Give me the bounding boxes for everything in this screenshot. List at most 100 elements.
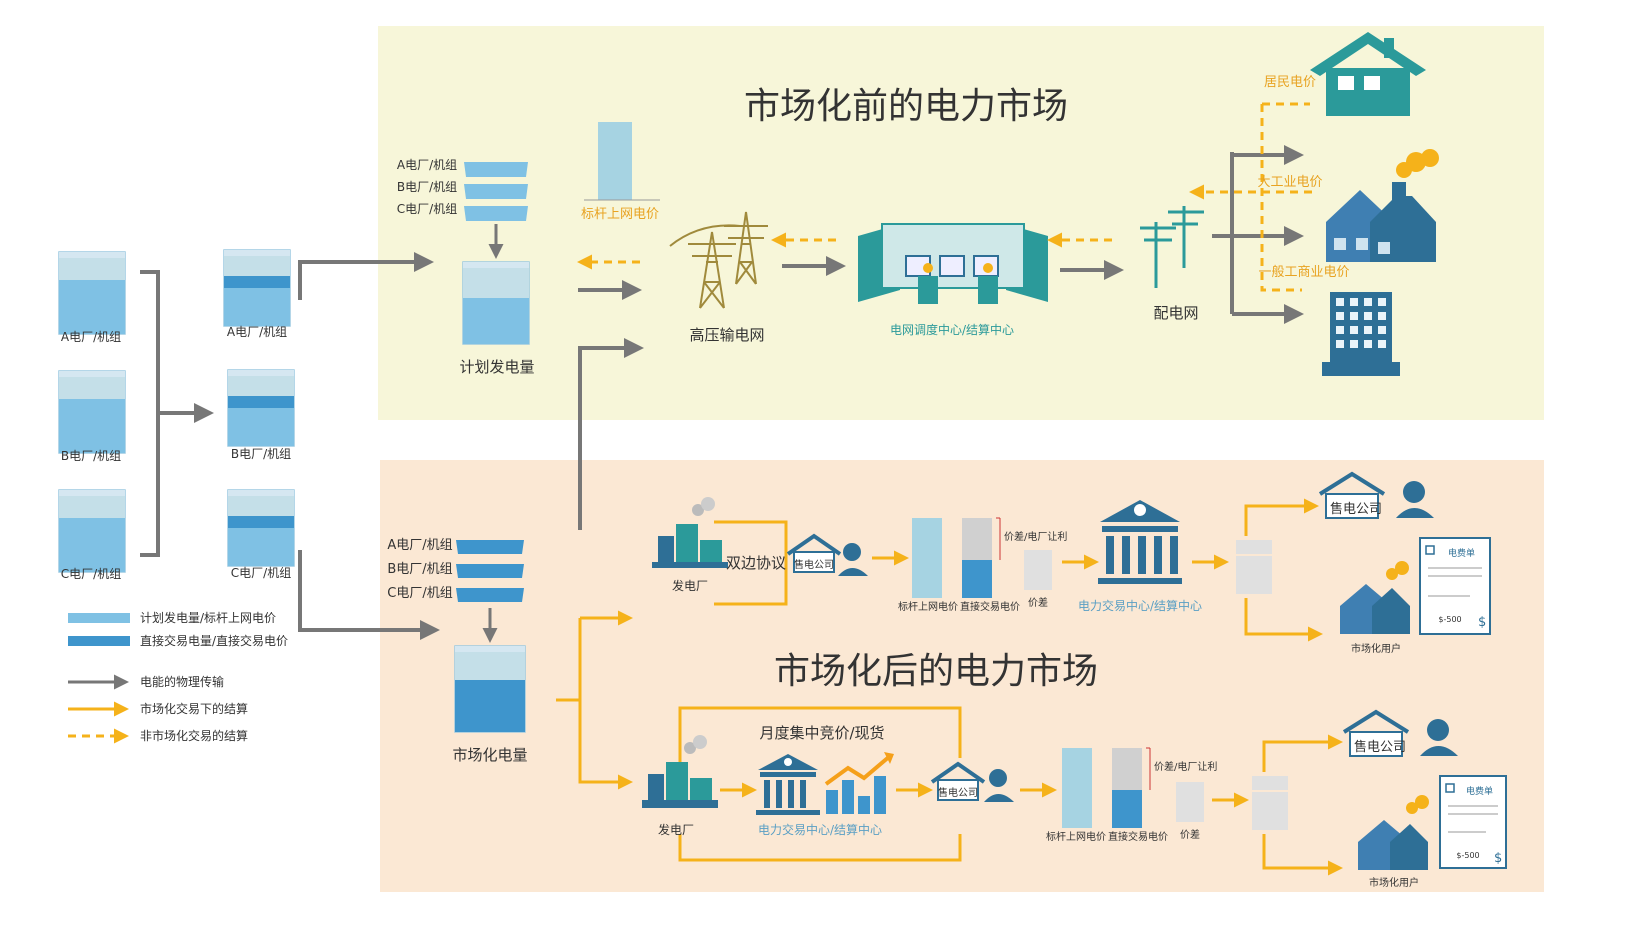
top-plant-b-label: B电厂/机组 bbox=[397, 180, 457, 194]
retailer-lower-out-label: 售电公司 bbox=[1354, 739, 1406, 755]
commercial-price-label: 一般工商业电价 bbox=[1258, 264, 1349, 280]
bottom-plant-c-label: C电厂/机组 bbox=[387, 586, 452, 601]
market-to-grid-arrow bbox=[578, 338, 644, 530]
left-plant-a-label: A电厂/机组 bbox=[61, 330, 121, 344]
left-plant-b-label: B电厂/机组 bbox=[61, 449, 121, 463]
to-planned-arrow bbox=[298, 252, 434, 300]
pre-market-title: 市场化前的电力市场 bbox=[744, 86, 1068, 127]
lower-margin-note: 价差/电厂让利 bbox=[1154, 760, 1217, 773]
lower-direct-label: 直接交易电价 bbox=[1108, 830, 1168, 843]
lower-spread-box bbox=[1176, 782, 1204, 822]
lower-direct-bar-top bbox=[1112, 748, 1142, 790]
upper-margin-note: 价差/电厂让利 bbox=[1004, 530, 1067, 543]
upper-split-box-top bbox=[1236, 540, 1272, 554]
house-icon bbox=[1310, 32, 1426, 116]
bill-icon-upper: $ bbox=[1419, 537, 1491, 635]
growth-chart-icon bbox=[824, 752, 894, 814]
bottom-plant-b-label: B电厂/机组 bbox=[387, 562, 452, 577]
bottom-direct-bars bbox=[456, 540, 524, 602]
retailer-icon-upper bbox=[786, 533, 868, 576]
market-user-icon-lower bbox=[1358, 795, 1429, 870]
upper-direct-bar bbox=[962, 560, 992, 598]
legend-planned: 计划发电量/标杆上网电价 bbox=[140, 610, 276, 625]
market-volume-tank bbox=[454, 645, 526, 733]
dispatch-center-icon bbox=[858, 223, 1048, 304]
planned-volume-label: 计划发电量 bbox=[459, 358, 534, 376]
exchange-icon-upper bbox=[1098, 500, 1182, 584]
distribution-pole-icon bbox=[1140, 206, 1204, 288]
bottom-plant-a-label: A电厂/机组 bbox=[387, 538, 452, 553]
retailer-upper-label: 售电公司 bbox=[794, 558, 834, 571]
power-plant-icon-lower bbox=[642, 735, 718, 808]
retailer-upper-out-label: 售电公司 bbox=[1330, 501, 1382, 517]
legend-nonmarket-settle: 非市场化交易的结算 bbox=[140, 728, 248, 743]
lower-split-box bbox=[1252, 792, 1288, 830]
office-building-icon bbox=[1322, 292, 1400, 376]
residential-price-label: 居民电价 bbox=[1264, 75, 1316, 90]
to-market-arrow bbox=[298, 550, 440, 640]
distribution-label: 配电网 bbox=[1153, 304, 1198, 322]
lower-user-label: 市场化用户 bbox=[1369, 876, 1419, 889]
lower-split-box-top bbox=[1252, 776, 1288, 790]
split-plant-c-label: C电厂/机组 bbox=[231, 566, 291, 580]
lower-benchmark-label: 标杆上网电价 bbox=[1046, 830, 1106, 843]
legend-physical: 电能的物理传输 bbox=[140, 674, 224, 689]
upper-user-label: 市场化用户 bbox=[1351, 642, 1401, 655]
lower-bill-title: 电费单 bbox=[1466, 785, 1493, 797]
transmission-tower-icon bbox=[669, 211, 768, 309]
upper-bill-amount: $-500 bbox=[1438, 615, 1461, 624]
auction-loop bbox=[678, 706, 962, 782]
upper-benchmark-bar bbox=[912, 518, 942, 598]
factory-icon bbox=[1326, 149, 1439, 262]
dispatch-center-label: 电网调度中心/结算中心 bbox=[890, 322, 1014, 337]
upper-direct-label: 直接交易电价 bbox=[960, 600, 1020, 613]
lower-plant-label: 发电厂 bbox=[658, 822, 694, 837]
svg-text:$: $ bbox=[1494, 851, 1502, 866]
lower-bill-amount: $-500 bbox=[1456, 851, 1479, 860]
left-plant-c-label: C电厂/机组 bbox=[61, 567, 121, 581]
top-plant-c-label: C电厂/机组 bbox=[397, 202, 457, 216]
auction-label: 月度集中竞价/现货 bbox=[759, 724, 884, 742]
svg-text:$: $ bbox=[1478, 615, 1486, 630]
retailer-icon-lower-out bbox=[1342, 709, 1458, 757]
left-full-tanks bbox=[58, 251, 126, 573]
dashed-consumer-settle bbox=[1260, 104, 1302, 292]
market-user-icon-upper bbox=[1340, 561, 1410, 634]
exchange-icon-lower bbox=[756, 754, 820, 815]
upper-exchange-label: 电力交易中心/结算中心 bbox=[1078, 598, 1202, 613]
top-plant-a-label: A电厂/机组 bbox=[397, 158, 457, 172]
retailer-icon-lower bbox=[930, 761, 1014, 802]
bill-icon-lower: $ bbox=[1439, 775, 1507, 869]
legend-direct: 直接交易电量/直接交易电价 bbox=[140, 633, 288, 648]
upper-split-box bbox=[1236, 556, 1272, 594]
market-volume-label: 市场化电量 bbox=[452, 746, 527, 764]
left-bracket bbox=[140, 270, 160, 557]
top-plan-bars bbox=[464, 162, 528, 221]
upper-split-branch bbox=[1244, 498, 1319, 536]
power-plant-icon-upper bbox=[652, 497, 728, 568]
benchmark-price-label: 标杆上网电价 bbox=[581, 207, 659, 222]
retailer-icon-upper-out bbox=[1318, 471, 1434, 519]
lower-exchange-label: 电力交易中心/结算中心 bbox=[758, 822, 882, 837]
retailer-lower-label: 售电公司 bbox=[938, 786, 978, 799]
upper-bill-title: 电费单 bbox=[1448, 547, 1475, 559]
left-split-tanks bbox=[223, 249, 295, 567]
lower-spread-label: 价差 bbox=[1180, 828, 1200, 841]
upper-spread-label: 价差 bbox=[1028, 596, 1048, 609]
post-market-title: 市场化后的电力市场 bbox=[774, 651, 1098, 692]
lower-benchmark-bar bbox=[1062, 748, 1092, 828]
hv-grid-label: 高压输电网 bbox=[689, 326, 764, 344]
industrial-price-label: 大工业电价 bbox=[1257, 175, 1322, 190]
lower-split-branch bbox=[1262, 734, 1343, 772]
bilateral-bracket bbox=[714, 520, 788, 606]
upper-direct-bar-top bbox=[962, 518, 992, 560]
benchmark-price-bar bbox=[598, 122, 632, 200]
upper-benchmark-label: 标杆上网电价 bbox=[898, 600, 958, 613]
planned-volume-tank bbox=[462, 261, 530, 345]
split-plant-b-label: B电厂/机组 bbox=[231, 447, 291, 461]
upper-spread-box bbox=[1024, 550, 1052, 590]
legend-market-settle: 市场化交易下的结算 bbox=[140, 701, 248, 716]
split-plant-a-label: A电厂/机组 bbox=[227, 325, 287, 339]
bilateral-label: 双边协议 bbox=[726, 554, 786, 572]
